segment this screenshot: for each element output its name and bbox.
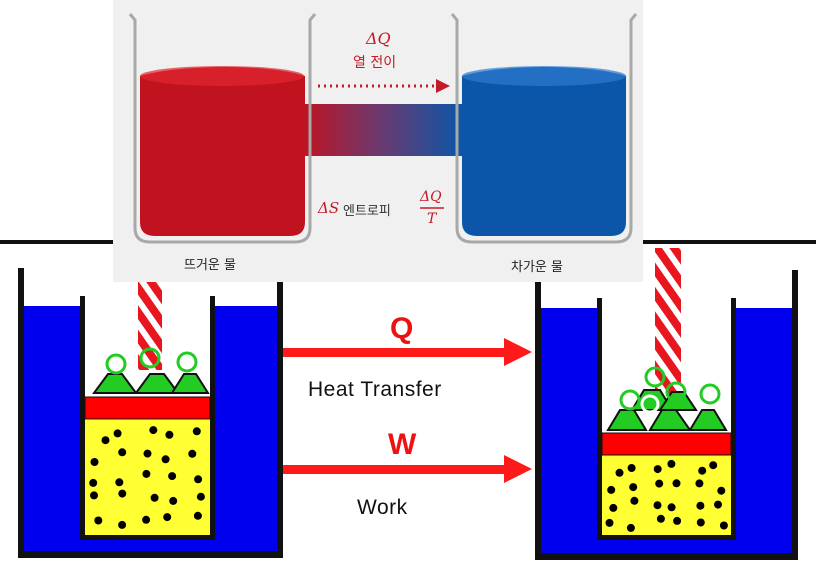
connecting-pipe <box>300 104 462 156</box>
gas-particle <box>149 426 158 435</box>
gas-particle <box>94 516 103 525</box>
gas-particle <box>196 492 205 501</box>
left-cylinder-tank <box>18 268 283 558</box>
gas-particle <box>627 464 636 472</box>
gas-particle <box>101 436 110 445</box>
left-piston <box>84 396 211 420</box>
gas-particle <box>163 513 172 522</box>
gas-particle <box>118 489 127 498</box>
gas-particle <box>653 465 662 474</box>
gas-particle <box>717 486 726 495</box>
work-label: Work <box>357 496 408 519</box>
gas-particle <box>194 475 203 484</box>
gas-particle <box>607 485 616 494</box>
gas-particle <box>113 429 122 438</box>
gas-particle <box>193 511 202 520</box>
right-cylinder-tank <box>535 248 798 560</box>
gas-particle <box>629 483 638 492</box>
gas-particle <box>118 448 127 457</box>
heat-transfer-label: Heat Transfer <box>308 378 442 401</box>
entropy-korean: 엔트로피 <box>343 204 391 219</box>
right-piston <box>601 432 732 456</box>
gas-particle <box>169 496 178 505</box>
heat-transfer-arrow <box>283 338 532 366</box>
hot-beaker-glass <box>128 13 317 244</box>
gas-particle <box>168 472 177 481</box>
gas-particle <box>696 518 705 527</box>
gas-particle <box>696 501 705 510</box>
gas-particle <box>188 449 197 458</box>
gas-particle <box>714 500 722 509</box>
top-beaker-panel <box>113 0 643 282</box>
hot-water <box>140 67 305 236</box>
gas-particle <box>626 523 635 532</box>
gas-particle <box>672 479 681 488</box>
gas-particle <box>165 430 174 439</box>
gas-particle <box>695 479 704 488</box>
cold-beaker-glass <box>450 13 638 244</box>
entropy-delta-s: ΔS <box>318 199 340 217</box>
right-piston-rod <box>655 248 681 398</box>
w-label: W <box>388 428 417 461</box>
gas-particle <box>115 478 124 487</box>
cold-water-label: 차가운 물 <box>511 260 563 275</box>
gas-particle <box>667 503 676 512</box>
right-gas-chamber <box>602 455 731 535</box>
left-gas-particles <box>89 426 205 529</box>
right-gas-particles <box>605 459 728 532</box>
gas-particle <box>615 468 624 477</box>
heat-delta-q: ΔQ <box>366 29 391 48</box>
work-arrow <box>283 455 532 483</box>
left-weights <box>92 347 210 394</box>
gas-particle <box>90 458 99 466</box>
gas-particle <box>142 515 151 524</box>
cold-water <box>462 67 626 236</box>
gas-particle <box>609 503 618 512</box>
q-label: Q <box>390 312 414 345</box>
gas-particle <box>709 461 718 470</box>
gas-particle <box>161 455 170 464</box>
gas-particle <box>656 514 665 523</box>
gas-particle <box>142 469 151 478</box>
gas-particle <box>89 478 98 487</box>
gas-particle <box>150 493 159 502</box>
gas-particle <box>655 479 664 488</box>
hot-water-label: 뜨거운 물 <box>184 258 236 273</box>
gas-particle <box>118 520 127 529</box>
gas-particle <box>667 459 676 468</box>
gas-particle <box>605 518 614 527</box>
gas-particle <box>653 501 662 510</box>
gas-particle <box>698 466 707 475</box>
gas-particle <box>143 449 152 458</box>
heat-transfer-korean: 열 전이 <box>353 55 397 71</box>
right-weights <box>606 366 728 431</box>
gas-particle <box>192 427 201 436</box>
fraction-numerator: ΔQ <box>420 189 442 205</box>
gas-particle <box>673 516 682 525</box>
fraction-denominator: T <box>427 211 437 227</box>
gas-particle <box>90 491 98 500</box>
gas-particle <box>719 521 728 530</box>
gas-particle <box>630 496 639 505</box>
